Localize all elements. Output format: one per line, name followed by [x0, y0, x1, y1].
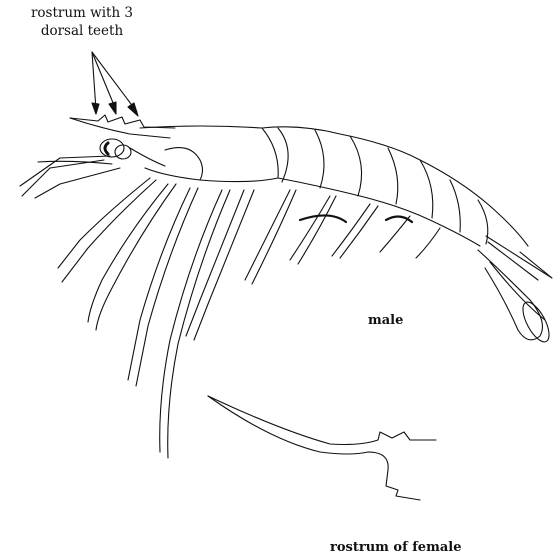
rostrum-female — [208, 396, 436, 500]
carapace — [130, 126, 278, 182]
thoracic-legs — [58, 178, 254, 458]
label-male: male — [368, 313, 403, 328]
abdomen — [262, 127, 528, 246]
pointer-arrows — [92, 52, 138, 116]
label-female: rostrum of female — [330, 540, 461, 555]
tail-fan — [478, 236, 554, 346]
pleopods — [245, 190, 440, 284]
antennae — [20, 156, 120, 198]
